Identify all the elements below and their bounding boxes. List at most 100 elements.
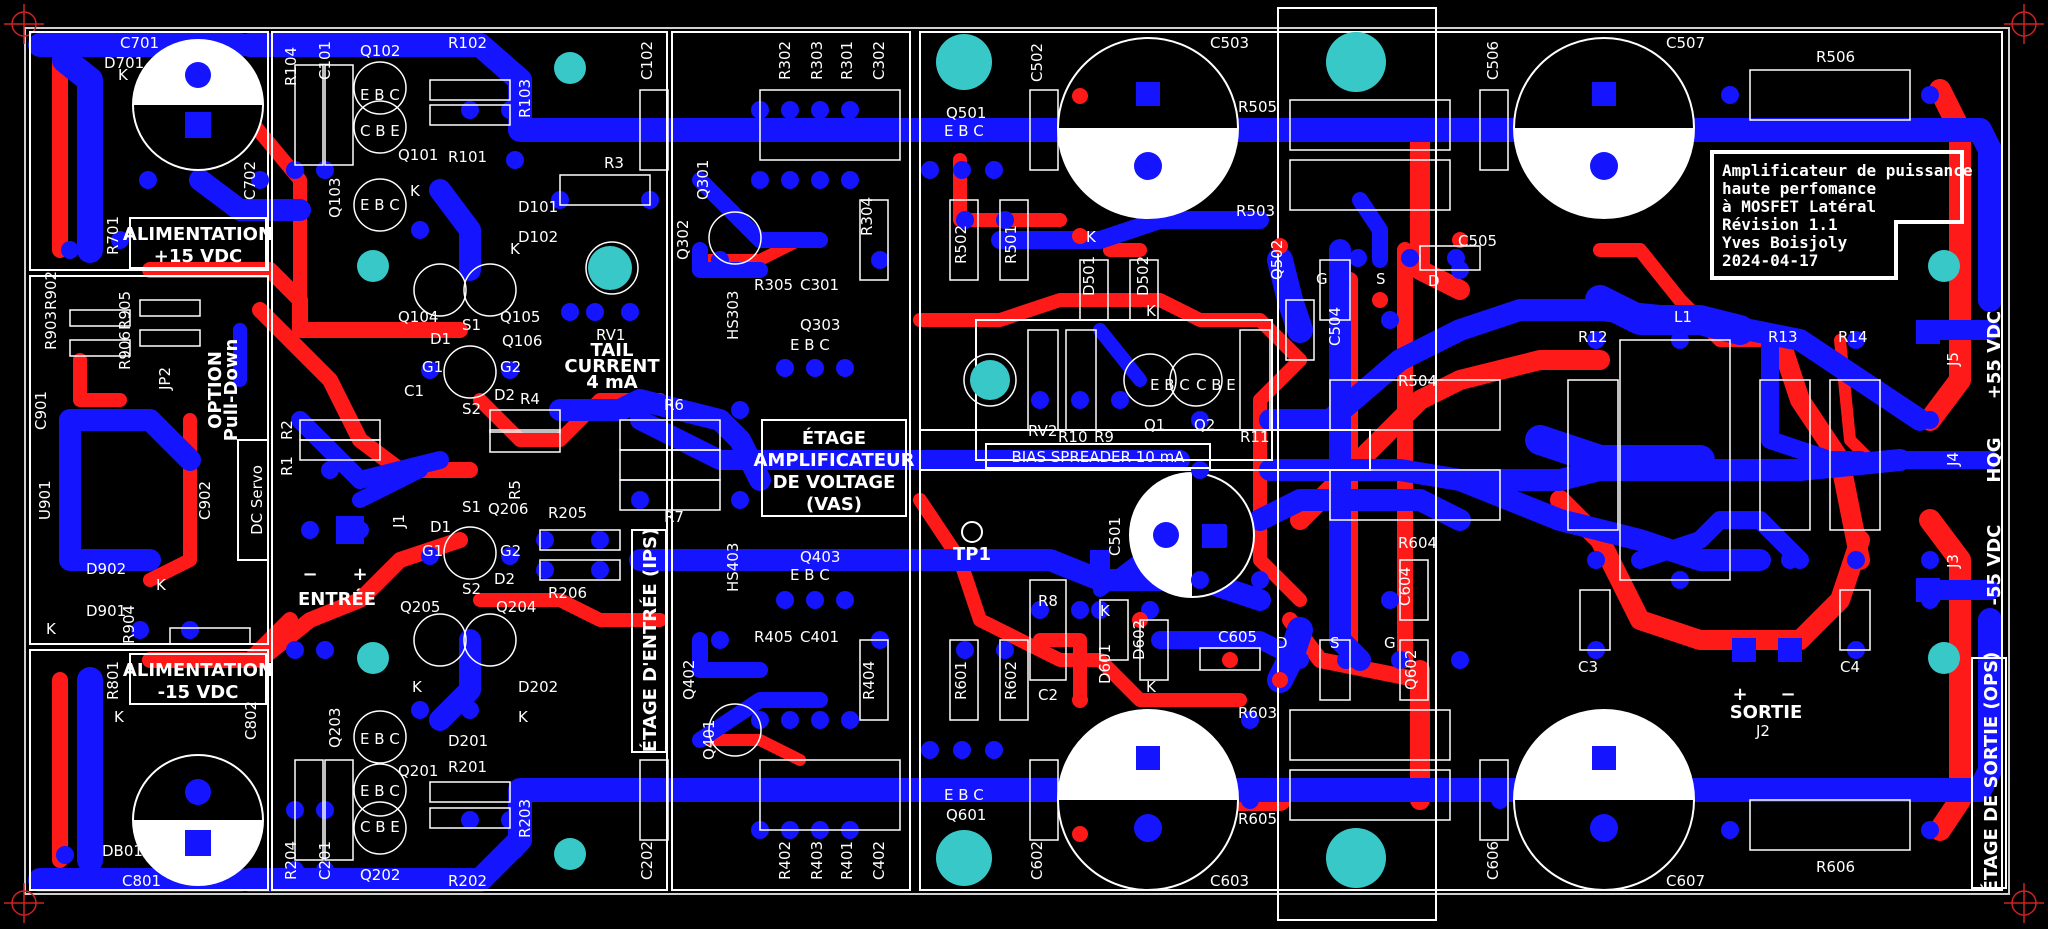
footprint-outline [1749,799,1911,851]
ref-q501: Q501 [946,104,986,122]
ref-c201: C201 [316,841,334,880]
transistor-outline [353,801,407,855]
footprint-outline [1579,589,1611,651]
via-pad [1031,391,1049,409]
ref-c503: C503 [1210,34,1249,52]
reference-designators: C701 D701 R701 C702 R104 C101 Q102 R102 … [32,34,1962,890]
via-pad [139,171,157,189]
corner-marks [4,4,2044,923]
via-pad [286,861,304,879]
via-pad [1491,121,1509,139]
ref-c603: C603 [1210,872,1249,890]
footprint-outline [489,409,561,433]
via-pad [731,401,749,419]
via-pad [841,711,859,729]
component-outlines [69,61,1911,861]
ref-c604: C604 [1396,567,1414,606]
ref-d501: D501 [1080,256,1098,296]
ref-d901: D901 [86,602,126,620]
via-pad [1587,331,1605,349]
via-pad [506,841,524,859]
via-pad [1921,551,1939,569]
footprint-outline [294,759,324,861]
ref-r906: R906 [116,331,134,370]
footprint-outline [1839,589,1871,651]
ref-r206: R206 [548,584,587,602]
via-pad [1072,88,1088,104]
via-pad [1381,591,1399,609]
footprint-outline [1479,759,1509,841]
via-pad [1251,571,1269,589]
ref-s2-bottom: S2 [462,580,481,598]
footprint-outline [139,329,201,347]
via-pad [461,101,479,119]
ref-pin-q101: C B E [360,122,400,140]
ref-q2: Q2 [1194,416,1215,434]
via-pad [811,101,829,119]
footprint-outline [1029,89,1059,171]
ref-d201: D201 [448,732,488,750]
via-pad [1847,331,1865,349]
ref-c501: C501 [1106,517,1124,556]
via-pad [731,491,749,509]
ref-s-bottom: S [1330,634,1340,652]
via-pad [985,741,1003,759]
ref-r604: R604 [1398,534,1437,552]
ref-r4: R4 [520,390,540,408]
ref-q203: Q203 [326,708,344,748]
footprint-outline [1399,559,1429,621]
ref-c504: C504 [1326,307,1344,346]
output-label: SORTIE [1730,702,1803,723]
ips-label: ÉTAGE D'ENTRÉE (IPS) [639,528,661,753]
ref-r104: R104 [282,47,300,86]
ref-d1-top: D1 [430,330,451,348]
footprint-outline [1329,469,1501,521]
via-pad [1451,651,1469,669]
ref-r404: R404 [860,661,878,700]
via-pad [411,221,429,239]
via-pad [1372,292,1388,308]
supply-pos-label-2: +15 VDC [154,246,242,267]
footprint-outline [139,299,201,317]
footprint-outline [1289,709,1451,761]
ref-c901: C901 [32,391,50,430]
footprint-outline [324,759,354,861]
ref-j4: J4 [1944,452,1962,467]
via-pad [1272,238,1288,254]
ref-r305: R305 [754,276,793,294]
footprint-outline [489,429,561,453]
tp1-label: TP1 [953,544,991,565]
square-pad [1090,550,1110,570]
title-line-4: Révision 1.1 [1722,215,1838,234]
transistor-outline [1169,353,1223,407]
footprint-outline [1065,329,1097,431]
ref-c202: C202 [638,841,656,880]
via-pad [506,151,524,169]
via-pad [1072,826,1088,842]
ref-r905: R905 [116,291,134,330]
title-line-1: Amplificateur de puissance [1722,161,1972,180]
footprint-outline [1619,339,1731,581]
ref-r904: R904 [120,605,138,644]
supply-neg-label-1: ALIMENTATION [123,660,273,681]
ref-pin-q2: C B E [1196,376,1236,394]
via-pad [751,711,769,729]
ref-r1: R1 [278,456,296,476]
via-pad [841,171,859,189]
ref-c301: C301 [800,276,839,294]
via-pad [921,161,939,179]
via-pad [131,621,149,639]
ref-r405: R405 [754,628,793,646]
via-pad [1921,86,1939,104]
footprint-outline [429,104,511,126]
ref-k-d501: K [1086,228,1097,246]
ref-pin-q501: E B C [944,122,984,140]
ref-r503: R503 [1236,202,1275,220]
ref-c606: C606 [1484,841,1502,880]
via-pad [286,641,304,659]
ref-c605: C605 [1218,628,1257,646]
via-pad [111,231,129,249]
via-pad [1921,821,1939,839]
ref-q602: Q602 [1402,650,1420,690]
